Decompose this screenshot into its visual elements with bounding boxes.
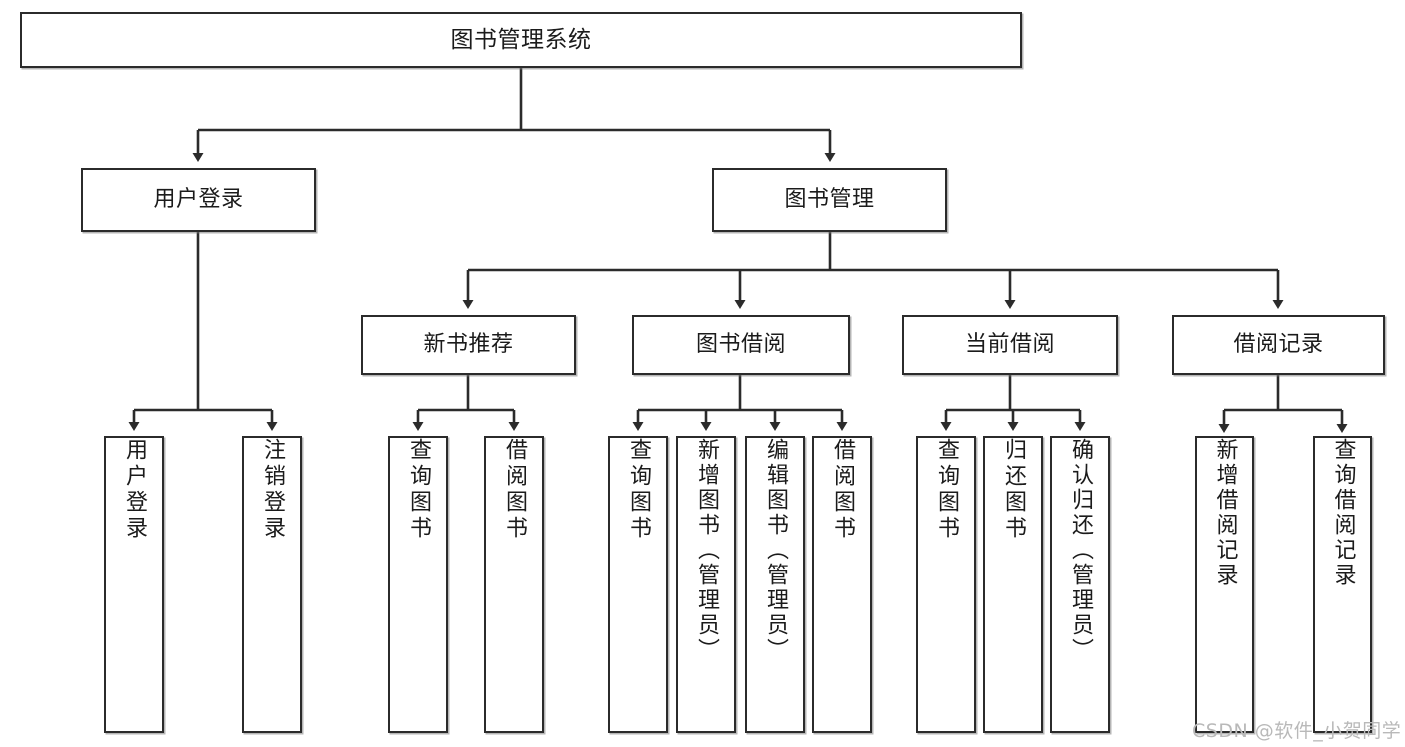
node-label: 新增图书（管理员） (694, 438, 719, 663)
node-label: 查询借阅记录 (1330, 438, 1356, 588)
node-label: 图书管理系统 (450, 26, 592, 53)
leaf-add-book-admin[interactable]: 新增图书（管理员） (676, 436, 736, 733)
node-label: 当前借阅 (964, 332, 1055, 358)
node-label: 用户登录 (122, 438, 147, 542)
node-label: 新书推荐 (423, 332, 514, 358)
leaf-user-login[interactable]: 用户登录 (104, 436, 164, 733)
node-book-borrow[interactable]: 图书借阅 (632, 315, 850, 375)
node-label: 确认归还（管理员） (1068, 438, 1093, 663)
node-label: 查询图书 (406, 438, 431, 542)
node-label: 编辑图书（管理员） (763, 438, 788, 663)
node-root-system[interactable]: 图书管理系统 (20, 12, 1022, 68)
node-current-borrow[interactable]: 当前借阅 (902, 315, 1118, 375)
node-label: 注销登录 (260, 438, 285, 542)
leaf-logout[interactable]: 注销登录 (242, 436, 302, 733)
leaf-borrow-book[interactable]: 借阅图书 (812, 436, 872, 733)
node-label: 查询图书 (626, 438, 651, 542)
node-label: 查询图书 (934, 438, 959, 542)
node-label: 图书管理 (784, 187, 875, 213)
node-user-login[interactable]: 用户登录 (81, 168, 316, 232)
node-borrow-record[interactable]: 借阅记录 (1172, 315, 1385, 375)
node-book-management[interactable]: 图书管理 (712, 168, 947, 232)
node-label: 归还图书 (1001, 438, 1026, 542)
leaf-borrow-book-recommend[interactable]: 借阅图书 (484, 436, 544, 733)
leaf-edit-book-admin[interactable]: 编辑图书（管理员） (745, 436, 805, 733)
leaf-add-borrow-record[interactable]: 新增借阅记录 (1195, 436, 1254, 733)
leaf-return-book[interactable]: 归还图书 (983, 436, 1043, 733)
leaf-query-book-recommend[interactable]: 查询图书 (388, 436, 448, 733)
node-label: 借阅图书 (830, 438, 855, 542)
node-label: 用户登录 (153, 187, 244, 213)
csdn-watermark: CSDN @软件_小贺同学 (1192, 720, 1402, 742)
leaf-query-borrow-record[interactable]: 查询借阅记录 (1313, 436, 1372, 733)
leaf-confirm-return-admin[interactable]: 确认归还（管理员） (1050, 436, 1110, 733)
node-label: 图书借阅 (695, 332, 786, 358)
node-label: 新增借阅记录 (1212, 438, 1238, 588)
leaf-query-book-current[interactable]: 查询图书 (916, 436, 976, 733)
node-label: 借阅图书 (502, 438, 527, 542)
leaf-query-book-borrow[interactable]: 查询图书 (608, 436, 668, 733)
node-new-book-recommend[interactable]: 新书推荐 (361, 315, 576, 375)
node-label: 借阅记录 (1233, 332, 1324, 358)
